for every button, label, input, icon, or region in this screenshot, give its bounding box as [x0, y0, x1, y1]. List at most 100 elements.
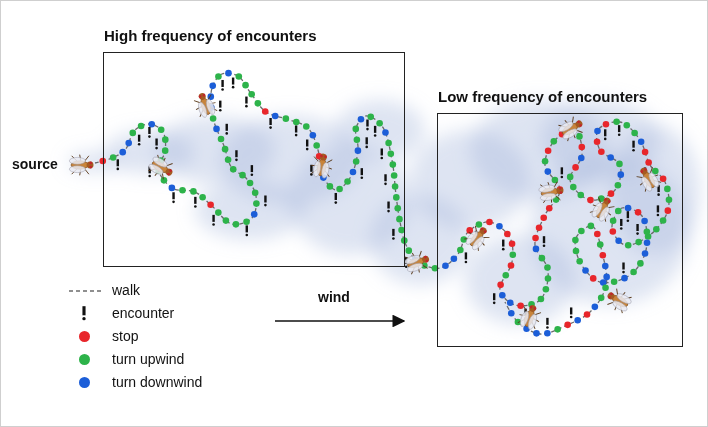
event-dot [367, 114, 374, 121]
event-dot [393, 194, 400, 201]
encounter-point [618, 133, 621, 136]
encounter-bar [570, 307, 572, 314]
event-dot [236, 73, 243, 80]
event-dot [310, 132, 317, 139]
fly-eye [89, 162, 92, 165]
encounter-point [194, 205, 197, 208]
event-dot [242, 82, 249, 89]
smoke-puff [465, 235, 575, 325]
event-dot [592, 304, 599, 311]
encounter-point [380, 157, 383, 160]
encounter-point [465, 261, 468, 264]
legend-sample [68, 304, 102, 324]
event-dot [630, 269, 637, 276]
region-box: High frequency of encounters [103, 52, 405, 267]
event-dot [396, 216, 403, 223]
event-dot [476, 221, 483, 228]
event-dot [615, 182, 622, 189]
event-dot [162, 147, 169, 154]
event-dot [391, 172, 398, 179]
encounter-mark [245, 225, 248, 236]
encounter-mark [618, 125, 621, 136]
encounter-point [221, 88, 224, 91]
event-dot [247, 180, 254, 187]
event-dot [644, 228, 651, 235]
fly-head [528, 304, 537, 313]
fly-eye [320, 154, 323, 157]
event-dot [508, 310, 515, 317]
encounter-bar [561, 167, 563, 174]
encounter-bar [392, 229, 394, 236]
encounter-bar [636, 224, 638, 231]
fly [69, 155, 93, 176]
event-dot [390, 161, 397, 168]
event-dot [161, 177, 168, 184]
encounter-point [334, 201, 337, 204]
encounter-mark [360, 168, 363, 179]
event-dot [394, 205, 401, 212]
event-dot [350, 169, 357, 176]
encounter-mark [148, 127, 151, 138]
event-dot [543, 286, 550, 293]
event-dot [233, 221, 240, 228]
event-dot [611, 278, 618, 285]
event-dot [510, 251, 517, 258]
encounter-point [657, 214, 660, 217]
event-dot [385, 140, 392, 147]
event-dot [551, 138, 558, 145]
encounter-point [570, 316, 573, 319]
event-dot [597, 241, 604, 248]
event-dot [223, 217, 230, 224]
odor-plume [67, 100, 700, 325]
event-dot [567, 174, 574, 181]
event-dot [574, 317, 581, 324]
event-dot [225, 70, 232, 77]
encounter-bar [148, 127, 150, 134]
encounter-point [295, 134, 298, 137]
event-dot [594, 128, 601, 135]
encounter-sample [82, 306, 85, 320]
encounter-point [387, 210, 390, 213]
event-dot [293, 119, 300, 126]
smoke-puff [195, 180, 305, 240]
encounter-point [138, 143, 141, 146]
event-dot [610, 228, 617, 235]
fly-eye [607, 200, 611, 204]
fly-wing [538, 184, 555, 194]
event-dot [615, 208, 622, 215]
fly [191, 90, 219, 120]
encounter-mark [620, 219, 623, 230]
event-dot [572, 237, 579, 244]
event-dot [664, 186, 671, 193]
encounter-point [384, 183, 387, 186]
fly [516, 302, 544, 332]
event-dot [239, 172, 246, 179]
event-dot [230, 166, 237, 173]
encounter-point [306, 148, 309, 151]
fly-wing [69, 166, 85, 173]
fly-eye [324, 155, 327, 158]
event-dot [642, 250, 649, 257]
event-dot [158, 126, 165, 133]
event-dot [486, 219, 493, 226]
event-dot [218, 136, 225, 143]
encounter-bar [264, 195, 266, 202]
fly [588, 193, 618, 224]
event-dot [352, 126, 359, 133]
event-dot [313, 142, 320, 149]
encounter-bar [366, 137, 368, 144]
event-dot [590, 275, 597, 282]
event-dot [496, 223, 503, 230]
event-dot [587, 197, 594, 204]
event-dot [638, 139, 645, 146]
encounter-bar [221, 80, 223, 87]
encounter-point [245, 105, 248, 108]
event-dot [613, 118, 620, 125]
encounter-mark [235, 150, 238, 161]
event-dot [499, 292, 506, 299]
encounter-bar [251, 165, 253, 172]
event-dot [603, 121, 610, 128]
event-dot [542, 158, 549, 165]
encounter-mark [604, 129, 607, 140]
